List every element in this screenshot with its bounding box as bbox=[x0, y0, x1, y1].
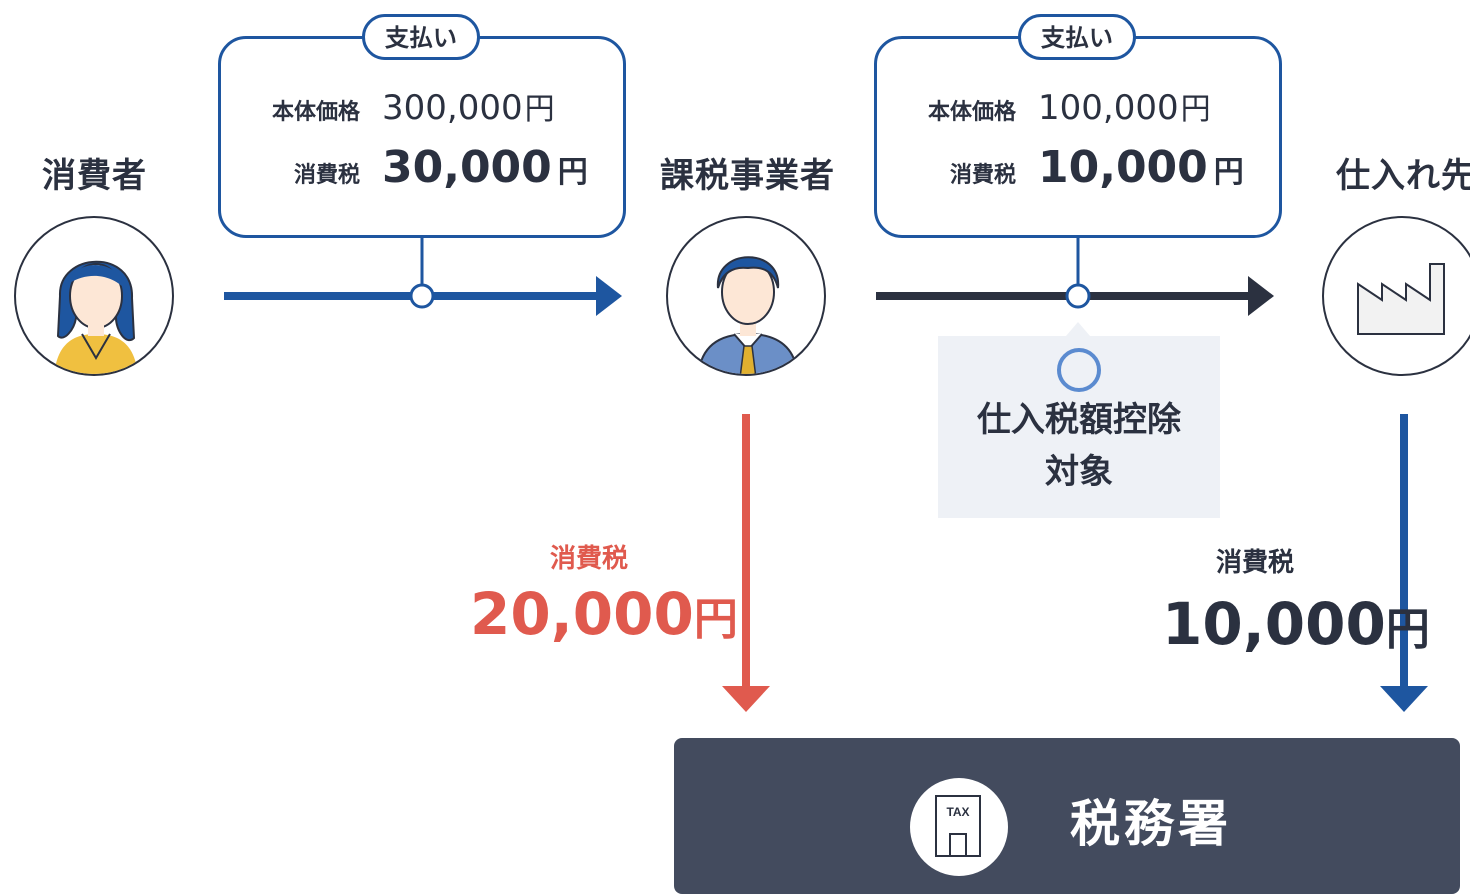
deduction-line-1: 仕入税額控除 bbox=[977, 400, 1181, 440]
factory-icon bbox=[1357, 263, 1445, 335]
payment-tag-2: 支払い bbox=[1018, 14, 1136, 60]
businessman-icon bbox=[697, 256, 799, 374]
supplier-remit-label: 消費税 bbox=[1216, 548, 1295, 578]
tax-building-icon: TAX bbox=[935, 795, 981, 857]
tax-icon-text: TAX bbox=[946, 805, 969, 819]
tax-value: 10,000 bbox=[1038, 142, 1208, 193]
woman-icon bbox=[54, 260, 138, 374]
payment-1-price-row: 本体価格 300,000 円 bbox=[250, 84, 555, 128]
tax-office-name: 税務署 bbox=[1070, 795, 1232, 853]
supplier-remit-amount: 10,000 bbox=[1162, 590, 1386, 658]
supplier-remit-amount-row: 10,000円 bbox=[1162, 590, 1430, 658]
currency: 円 bbox=[1385, 604, 1430, 655]
tax-office-badge: TAX bbox=[910, 778, 1008, 876]
payment-2-tax-row: 消費税 10,000 円 bbox=[906, 142, 1244, 193]
price-label: 本体価格 bbox=[927, 100, 1016, 125]
payment-tag-1: 支払い bbox=[362, 14, 480, 60]
supplier-avatar bbox=[1322, 216, 1470, 376]
deduction-line-2: 対象 bbox=[1045, 452, 1113, 492]
currency: 円 bbox=[557, 155, 588, 190]
price-label: 本体価格 bbox=[271, 100, 360, 125]
consumer-label: 消費者 bbox=[42, 156, 147, 196]
business-avatar bbox=[666, 216, 826, 376]
business-remit-amount: 20,000 bbox=[470, 580, 694, 648]
currency: 円 bbox=[524, 92, 555, 127]
payment-box-1 bbox=[218, 36, 626, 238]
payment-box-2 bbox=[874, 36, 1282, 238]
currency: 円 bbox=[693, 594, 738, 645]
payment-2-price-row: 本体価格 100,000 円 bbox=[906, 84, 1211, 128]
business-remit-label: 消費税 bbox=[550, 544, 629, 574]
circle-mark-icon bbox=[1057, 348, 1101, 392]
currency: 円 bbox=[1213, 155, 1244, 190]
payment-1-tax-row: 消費税 30,000 円 bbox=[250, 142, 588, 193]
consumer-avatar bbox=[14, 216, 174, 376]
business-label: 課税事業者 bbox=[660, 156, 835, 196]
input-tax-deduction-box: 仕入税額控除 対象 bbox=[938, 336, 1220, 518]
business-remit-amount-row: 20,000円 bbox=[470, 580, 738, 648]
tax-label: 消費税 bbox=[293, 163, 360, 188]
supplier-label: 仕入れ先 bbox=[1336, 156, 1470, 196]
tax-value: 30,000 bbox=[382, 142, 552, 193]
tax-label: 消費税 bbox=[949, 163, 1016, 188]
tax-office-box: TAX 税務署 bbox=[674, 738, 1460, 894]
price-value: 100,000 bbox=[1038, 88, 1179, 128]
price-value: 300,000 bbox=[382, 88, 523, 128]
currency: 円 bbox=[1180, 92, 1211, 127]
